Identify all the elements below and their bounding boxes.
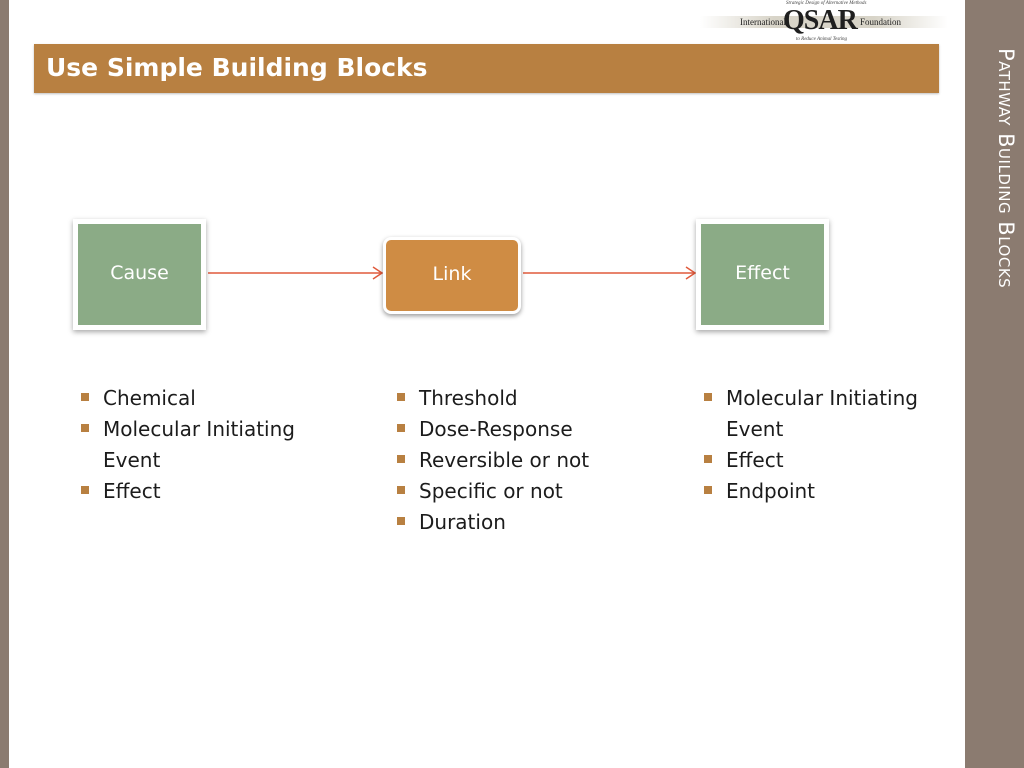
list-item: Threshold <box>395 383 655 414</box>
list-item: Chemical <box>79 383 339 414</box>
left-border-strip <box>0 0 9 768</box>
node-effect-label: Effect <box>735 261 790 284</box>
logo-band <box>700 16 948 28</box>
node-cause: Cause <box>73 219 206 330</box>
cause-bullet-list: Chemical Molecular Initiating Event Effe… <box>79 383 339 507</box>
side-panel <box>965 0 1024 768</box>
list-item: Duration <box>395 507 655 538</box>
link-bullet-list: Threshold Dose-Response Reversible or no… <box>395 383 655 538</box>
arrow-link-to-effect <box>523 266 697 280</box>
list-item: Endpoint <box>702 476 957 507</box>
list-item: Effect <box>79 476 339 507</box>
node-link: Link <box>383 237 521 314</box>
side-title: Pathway Building Blocks <box>994 48 1018 289</box>
list-item: Dose-Response <box>395 414 655 445</box>
list-item: Molecular Initiating Event <box>79 414 339 476</box>
node-effect: Effect <box>696 219 829 330</box>
list-item: Specific or not <box>395 476 655 507</box>
effect-bullet-list: Molecular Initiating Event Effect Endpoi… <box>702 383 957 507</box>
list-item: Molecular Initiating Event <box>702 383 957 445</box>
qsar-foundation-logo: Strategic Design of Alternative Methods … <box>700 0 948 44</box>
slide-title: Use Simple Building Blocks <box>46 53 428 82</box>
list-item: Effect <box>702 445 957 476</box>
arrowhead-icon <box>372 266 384 280</box>
logo-main-text: QSAR <box>783 5 858 36</box>
logo-tagline-top: Strategic Design of Alternative Methods <box>786 1 867 6</box>
list-item: Reversible or not <box>395 445 655 476</box>
logo-right-text: Foundation <box>860 17 902 27</box>
arrowhead-icon <box>685 266 697 280</box>
logo-left-text: International <box>740 17 786 27</box>
arrow-cause-to-link <box>208 266 384 280</box>
node-link-label: Link <box>432 262 472 285</box>
building-blocks-diagram: Cause Link Effect Chemical Molecular Ini… <box>73 219 957 538</box>
node-cause-label: Cause <box>110 261 169 284</box>
diagram-arrows <box>208 266 697 280</box>
slide-title-bar: Use Simple Building Blocks <box>34 44 939 93</box>
logo-tagline-bottom: to Reduce Animal Testing <box>796 37 847 42</box>
